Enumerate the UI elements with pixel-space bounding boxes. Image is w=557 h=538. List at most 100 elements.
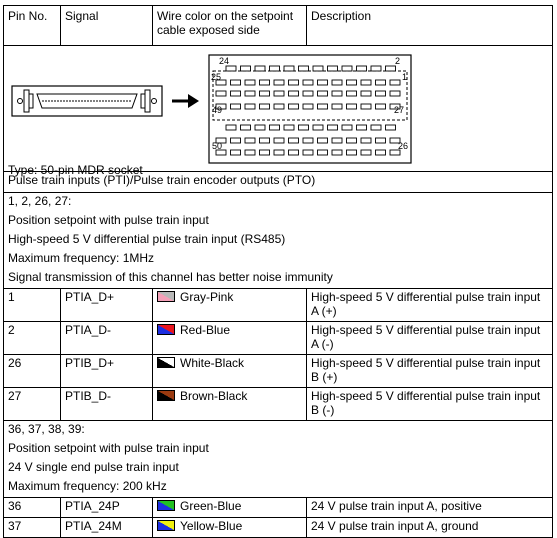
wire-color-label: Brown-Black <box>180 389 248 403</box>
socket-pin <box>375 149 386 156</box>
socket-pin <box>230 103 241 110</box>
pin-label-1: 1 <box>402 72 407 82</box>
wire-color-cell: Green-Blue <box>152 497 307 518</box>
socket-pin <box>389 137 401 144</box>
wire-color-swatch <box>157 520 175 531</box>
mdr-plug-drawing <box>11 85 163 117</box>
table-row: 26 PTIB_D+ White-Black High-speed 5 V di… <box>3 354 553 388</box>
connector-diagram-cell: 24 2 25 1 49 27 50 26 Type: 50-pin MDR s… <box>3 45 553 177</box>
socket-pin <box>370 124 382 131</box>
socket-pin <box>298 65 309 72</box>
socket-pin <box>259 90 270 97</box>
socket-pin <box>317 149 328 156</box>
socket-pin <box>331 103 343 110</box>
socket-pin <box>273 90 285 97</box>
pin-cell: 36 <box>3 497 61 518</box>
socket-pin <box>341 65 353 72</box>
socket-pin <box>215 79 227 86</box>
pin-label-2: 2 <box>395 56 400 66</box>
socket-pin <box>302 79 314 86</box>
socket-pin <box>215 137 227 144</box>
socket-pin <box>244 79 256 86</box>
socket-pin <box>215 149 227 156</box>
socket-pin <box>356 124 367 131</box>
wire-color-cell: White-Black <box>152 354 307 388</box>
socket-pin <box>259 103 270 110</box>
table-row: 1 PTIA_D+ Gray-Pink High-speed 5 V diffe… <box>3 288 553 322</box>
socket-pin <box>375 90 386 97</box>
socket-pin <box>317 103 328 110</box>
socket-pin <box>288 90 299 97</box>
socket-pin <box>269 124 280 131</box>
socket-pin <box>215 90 227 97</box>
socket-pin <box>312 65 324 72</box>
socket-pin <box>302 103 314 110</box>
pti-note-2: Position setpoint with pulse train input <box>3 212 553 231</box>
pin-label-49: 49 <box>212 105 222 115</box>
socket-pin <box>283 124 295 131</box>
socket-pin <box>302 149 314 156</box>
wire-color-label: Green-Blue <box>180 499 242 513</box>
socket-pin <box>269 65 280 72</box>
socket-pin <box>360 137 372 144</box>
pti-note-1: 1, 2, 26, 27: <box>3 192 553 212</box>
section-title-pti: Pulse train inputs (PTI)/Pulse train enc… <box>3 171 553 193</box>
description-cell: High-speed 5 V differential pulse train … <box>306 288 553 322</box>
socket-pin <box>331 149 343 156</box>
socket-pin <box>259 149 270 156</box>
connector-type-label: Type: 50-pin MDR socket <box>8 163 143 177</box>
pin-cell: 1 <box>3 288 61 322</box>
socket-pin <box>327 124 338 131</box>
connector-diagram: 24 2 25 1 49 27 50 26 <box>11 54 412 164</box>
socket-pin <box>389 79 401 86</box>
table-header-row: Pin No. Signal Wire color on the setpoin… <box>3 5 553 46</box>
wire-color-swatch <box>157 291 175 302</box>
socket-pin <box>346 149 357 156</box>
socket-pin <box>389 103 401 110</box>
socket-pin <box>331 79 343 86</box>
socket-pin <box>288 149 299 156</box>
socket-pin <box>375 79 386 86</box>
wire-color-cell: Brown-Black <box>152 387 307 421</box>
socket-pin <box>288 79 299 86</box>
pin-label-27: 27 <box>394 105 404 115</box>
socket-pin <box>244 103 256 110</box>
header-pin-no: Pin No. <box>3 5 61 46</box>
socket-pin <box>244 137 256 144</box>
socket-pin <box>317 79 328 86</box>
socket-pin <box>317 137 328 144</box>
socket-pin <box>273 79 285 86</box>
pti24-note-4: Maximum frequency: 200 kHz <box>3 478 553 498</box>
socket-pin <box>230 90 241 97</box>
socket-pin <box>240 124 251 131</box>
wire-color-swatch <box>157 357 175 368</box>
socket-pin <box>225 65 237 72</box>
signal-cell: PTIB_D- <box>60 387 153 421</box>
socket-pin <box>370 65 382 72</box>
wire-color-cell: Gray-Pink <box>152 288 307 322</box>
table-row: 37 PTIA_24M Yellow-Blue 24 V pulse train… <box>3 517 553 538</box>
signal-cell: PTIA_D+ <box>60 288 153 322</box>
socket-pin <box>240 65 251 72</box>
description-cell: 24 V pulse train input A, positive <box>306 497 553 518</box>
wire-color-label: Yellow-Blue <box>180 519 243 533</box>
wire-color-swatch <box>157 390 175 401</box>
pin-assignment-table: Pin No. Signal Wire color on the setpoin… <box>3 5 553 538</box>
socket-pin <box>389 90 401 97</box>
socket-pin <box>215 103 227 110</box>
socket-pin <box>317 90 328 97</box>
pti24-note-3: 24 V single end pulse train input <box>3 459 553 478</box>
socket-pin <box>346 79 357 86</box>
socket-pin <box>302 137 314 144</box>
socket-pin <box>389 149 401 156</box>
description-cell: High-speed 5 V differential pulse train … <box>306 354 553 388</box>
socket-pin <box>244 90 256 97</box>
header-description: Description <box>306 5 553 46</box>
socket-pin <box>244 149 256 156</box>
socket-pin <box>225 124 237 131</box>
description-cell: 24 V pulse train input A, ground <box>306 517 553 538</box>
socket-pin <box>312 124 324 131</box>
signal-cell: PTIA_24P <box>60 497 153 518</box>
wire-color-swatch <box>157 500 175 511</box>
pin-label-24: 24 <box>219 56 229 66</box>
